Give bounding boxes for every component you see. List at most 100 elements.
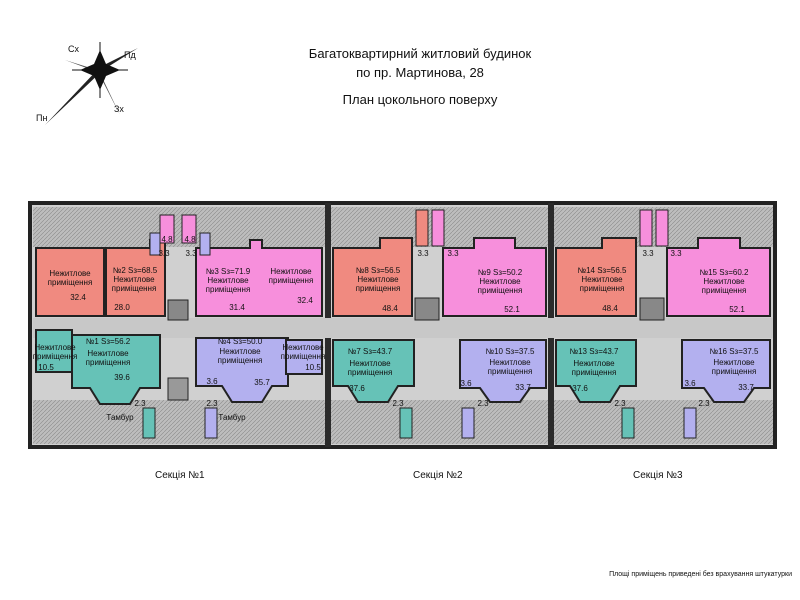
room-area: 2.3 (477, 399, 489, 408)
room-area: 37.6 (572, 384, 588, 393)
title-line-2: по пр. Мартинова, 28 (356, 65, 484, 80)
title-line-3: План цокольного поверху (342, 92, 498, 107)
room-pink-small (639, 209, 653, 247)
unit-label: №15 Sз=60.2 (700, 268, 750, 277)
room-name: Нежитлове (87, 349, 129, 358)
room-area: 2.3 (134, 399, 146, 408)
room-name: Нежитлове (113, 275, 155, 284)
room-salmon (555, 237, 637, 317)
room-area: 32.4 (70, 293, 86, 302)
stair (639, 297, 665, 321)
room-lavender (459, 339, 547, 403)
compass-label-w: Пн (36, 113, 48, 123)
unit-label: №9 Sз=50.2 (478, 268, 523, 277)
stair (414, 297, 440, 321)
room-lavender-small (204, 407, 218, 439)
room-salmon (332, 237, 413, 317)
room-area: 3.6 (206, 377, 218, 386)
room-area: 4.8 (161, 235, 173, 244)
room-name: Нежитлове (573, 359, 615, 368)
section-label-3: Секція №3 (633, 470, 683, 481)
unit-label: №2 Sз=68.5 (113, 266, 158, 275)
room-area: 3.6 (684, 379, 696, 388)
unit-label: №14 Sз=56.5 (578, 266, 628, 275)
unit-label: №7 Sз=43.7 (348, 347, 393, 356)
room-lavender-small (461, 407, 475, 439)
room-area: 31.4 (229, 303, 245, 312)
compass-label-s: Зх (114, 104, 124, 114)
room-area: 3.3 (670, 249, 682, 258)
room-name: приміщення (572, 368, 617, 377)
room-name: приміщення (478, 286, 523, 295)
room-name: Нежитлове (282, 343, 324, 352)
room-teal-small (142, 407, 156, 439)
room-area: 3.3 (642, 249, 654, 258)
room-area: 2.3 (206, 399, 218, 408)
compass-label-n: Сх (68, 44, 79, 54)
room-name: Нежитлове (489, 358, 531, 367)
title-line-1: Багатоквартирний житловий будинок (308, 46, 532, 61)
room-area: 3.6 (460, 379, 472, 388)
unit-label: №3 Sз=71.9 (206, 267, 251, 276)
room-pink (666, 237, 771, 317)
unit-label: №8 Sз=56.5 (356, 266, 401, 275)
room-area: 52.1 (729, 305, 745, 314)
room-teal (332, 339, 415, 403)
room-name: Нежитлове (357, 275, 399, 284)
stair (167, 377, 189, 401)
room-name: Нежитлове (207, 276, 249, 285)
room-pink-small (181, 214, 197, 244)
room-name: приміщення (702, 286, 747, 295)
room-lavender (285, 339, 323, 375)
section-label-2: Секція №2 (413, 470, 463, 481)
footnote: Площі приміщень приведені без врахування… (609, 571, 792, 578)
room-name: приміщення (269, 276, 314, 285)
unit-label: №13 Sз=43.7 (570, 347, 620, 356)
room-teal-small (621, 407, 635, 439)
room-name: приміщення (48, 278, 93, 287)
room-area: 32.4 (297, 296, 313, 305)
room-name: Нежитлове (479, 277, 521, 286)
room-name: Нежитлове (703, 277, 745, 286)
room-name: Нежитлове (219, 347, 261, 356)
room-area: 10.5 (305, 363, 321, 372)
room-area: 33.7 (515, 383, 531, 392)
room-area: 35.7 (254, 378, 270, 387)
room-area: 37.6 (349, 384, 365, 393)
room-name: приміщення (33, 352, 78, 361)
room-area: 3.3 (417, 249, 429, 258)
room-name: Нежитлове (49, 269, 91, 278)
room-area: 10.5 (38, 363, 54, 372)
stair (167, 299, 189, 321)
room-area: 3.3 (185, 249, 197, 258)
room-name: приміщення (580, 284, 625, 293)
room-area: 2.3 (698, 399, 710, 408)
room-name: приміщення (712, 367, 757, 376)
compass-rose-icon (45, 42, 138, 125)
room-pink (195, 239, 323, 317)
room-area: 2.3 (614, 399, 626, 408)
room-area: 33.7 (738, 383, 754, 392)
room-area: 48.4 (382, 304, 398, 313)
room-name: приміщення (356, 284, 401, 293)
unit-label: №1 Sз=56.2 (86, 337, 131, 346)
room-area: 4.8 (184, 235, 196, 244)
room-teal-small (399, 407, 413, 439)
room-pink-small (431, 209, 445, 247)
room-area: 3.3 (447, 249, 459, 258)
room-lavender (681, 339, 771, 403)
room-pink (442, 237, 547, 317)
room-name: приміщення (281, 352, 326, 361)
room-area: 39.6 (114, 373, 130, 382)
room-name: Нежитлове (713, 358, 755, 367)
room-pink-small (655, 209, 669, 247)
section-label-1: Секція №1 (155, 470, 205, 481)
unit-label: №4 Sз=50.0 (218, 337, 263, 346)
corridor (33, 318, 773, 338)
room-name: приміщення (488, 367, 533, 376)
unit-label: №16 Sз=37.5 (710, 347, 760, 356)
room-name: Нежитлове (34, 343, 76, 352)
room-teal (71, 334, 161, 405)
room-lavender-small (149, 232, 161, 256)
